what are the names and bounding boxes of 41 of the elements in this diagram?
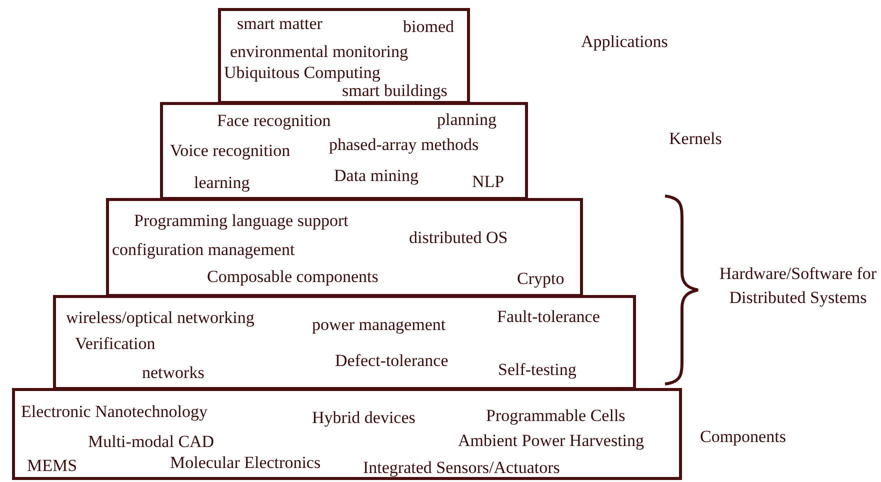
topic-text: Hybrid devices: [312, 408, 416, 428]
topic-text: phased-array methods: [329, 135, 479, 155]
topic-text: NLP: [472, 172, 504, 192]
layer-label: Components: [700, 426, 786, 448]
topic-text: Face recognition: [217, 111, 331, 131]
topic-text: Voice recognition: [170, 141, 290, 161]
layer-box: [106, 198, 583, 297]
topic-text: wireless/optical networking: [66, 308, 254, 328]
topic-text: smart buildings: [342, 81, 448, 101]
topic-text: learning: [194, 173, 250, 193]
topic-text: configuration management: [112, 240, 295, 260]
topic-text: planning: [437, 110, 496, 130]
topic-text: MEMS: [27, 456, 78, 476]
topic-text: Programming language support: [134, 211, 348, 231]
topic-text: environmental monitoring: [230, 42, 408, 62]
layer-box: [160, 102, 528, 200]
topic-text: Electronic Nanotechnology: [21, 402, 208, 422]
layer-label: Applications: [581, 31, 668, 53]
layer-box: [12, 388, 682, 480]
topic-text: networks: [142, 363, 204, 383]
topic-text: Self-testing: [498, 360, 576, 380]
topic-text: smart matter: [237, 14, 322, 34]
topic-text: biomed: [403, 17, 454, 37]
topic-text: Programmable Cells: [486, 406, 626, 426]
topic-text: Ubiquitous Computing: [224, 63, 380, 83]
topic-text: Composable components: [207, 267, 378, 287]
topic-text: Crypto: [517, 269, 564, 289]
layer-label: Hardware/Software for Distributed Systems: [718, 263, 878, 309]
layer-box: [53, 295, 636, 390]
topic-text: Integrated Sensors/Actuators: [363, 458, 560, 478]
layer-label: Kernels: [669, 128, 722, 150]
topic-text: distributed OS: [409, 228, 508, 248]
topic-text: Ambient Power Harvesting: [458, 431, 644, 451]
topic-text: power management: [312, 315, 446, 335]
topic-text: Molecular Electronics: [170, 453, 321, 473]
topic-text: Multi-modal CAD: [88, 432, 214, 452]
layer-box: [218, 8, 470, 104]
topic-text: Data mining: [334, 166, 419, 186]
topic-text: Fault-tolerance: [497, 307, 600, 327]
topic-text: Verification: [75, 334, 156, 354]
topic-text: Defect-tolerance: [335, 351, 448, 371]
